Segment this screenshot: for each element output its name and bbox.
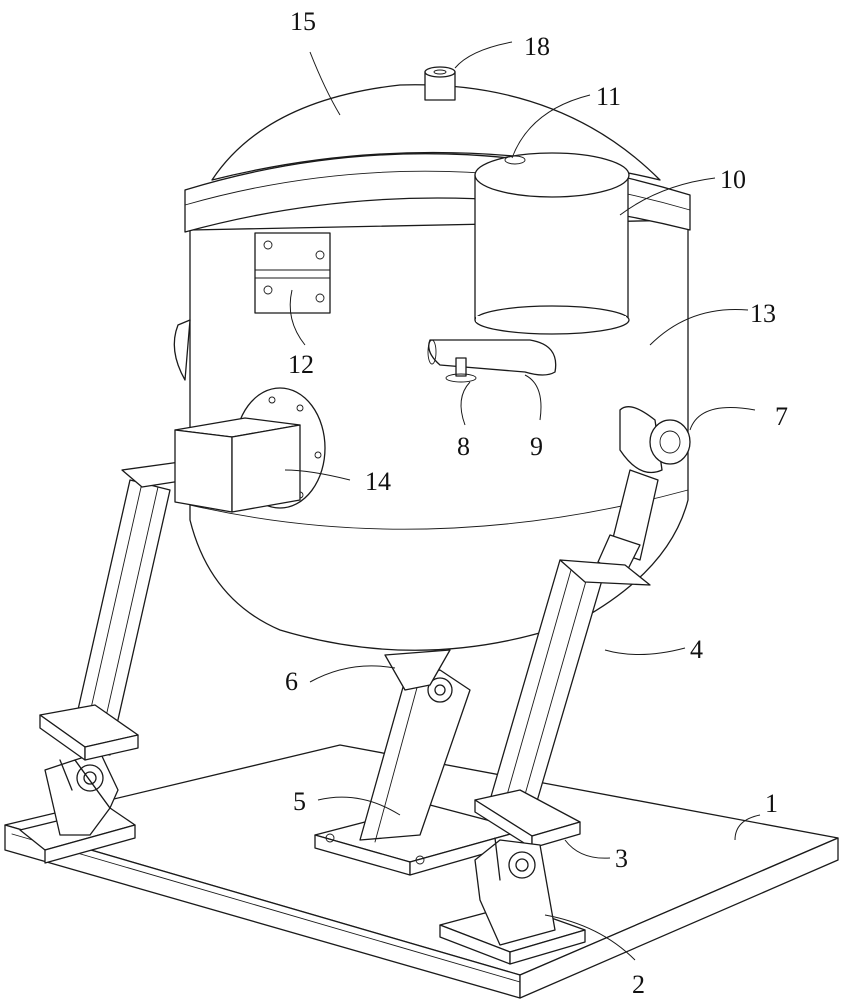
label-10: 10 — [720, 165, 746, 194]
left-hydraulic-cylinder — [39, 461, 201, 791]
side-gear-box — [173, 319, 326, 513]
label-11: 11 — [596, 82, 621, 111]
label-6: 6 — [285, 667, 298, 696]
label-9: 9 — [530, 432, 543, 461]
label-7: 7 — [775, 402, 788, 431]
right-pivot-and-cylinder — [474, 406, 691, 849]
label-12: 15 — [290, 7, 316, 36]
label-14: 12 — [288, 350, 314, 379]
leader-lines — [284, 41, 761, 961]
label-1: 1 — [765, 789, 778, 818]
left-hinge-bracket — [19, 751, 136, 864]
hinge-plate — [254, 232, 331, 314]
center-support-stand — [314, 649, 526, 876]
label-18: 14 — [365, 467, 391, 496]
right-hinge-bracket — [439, 837, 586, 965]
label-3: 3 — [615, 844, 628, 873]
elbow-pipe — [427, 339, 557, 383]
label-8: 8 — [457, 432, 470, 461]
label-5: 5 — [293, 787, 306, 816]
top-cylinder-unit — [474, 152, 630, 335]
label-4: 4 — [690, 635, 703, 664]
label-15: 13 — [750, 299, 776, 328]
label-13: 18 — [524, 32, 550, 61]
reference-numerals: 15 18 11 10 13 12 7 8 9 14 4 6 5 1 3 2 — [285, 7, 788, 999]
label-2: 2 — [632, 970, 645, 999]
